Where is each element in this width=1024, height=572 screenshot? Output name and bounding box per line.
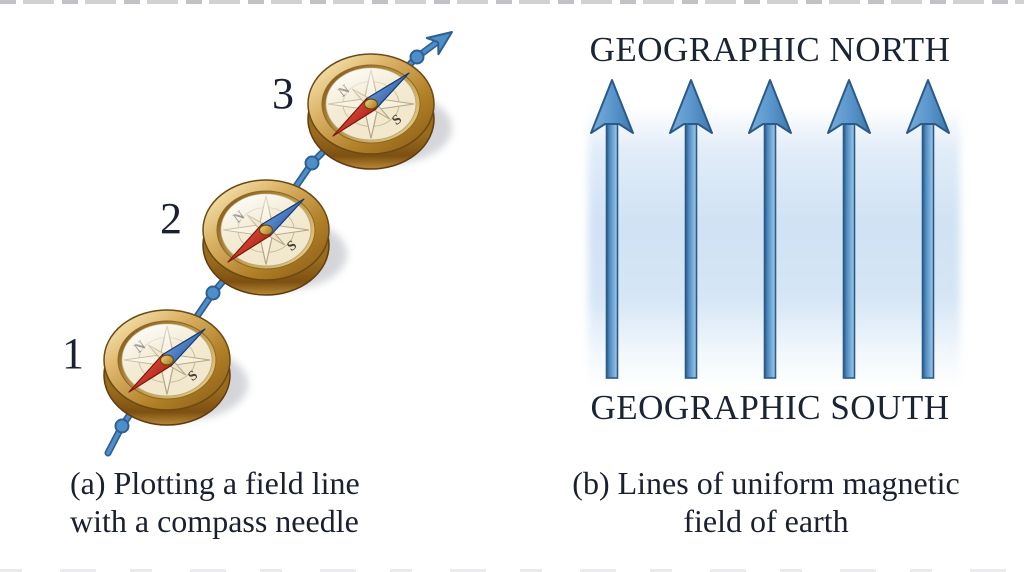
caption-b-line2: field of earth [683,503,849,539]
field-arrow-2 [669,79,713,379]
compass-1 [104,310,248,425]
compass-label-1: 1 [62,329,84,378]
field-line-arrowhead [425,31,453,56]
field-arrow-4 [827,79,871,379]
compass-2 [203,180,347,295]
caption-a-line2: with a compass needle [70,503,359,539]
field-line-dot [205,285,221,301]
caption-panel-a: (a) Plotting a field line with a compass… [70,464,450,540]
compass-label-2: 2 [160,194,182,243]
compass-label-3: 3 [272,69,294,118]
geographic-north-label: GEOGRAPHIC NORTH [589,30,951,69]
field-line-dot [114,418,130,434]
panel-a-diagram: N S 1 2 3 [62,31,453,457]
caption-panel-b: (b) Lines of uniform magnetic field of e… [534,464,998,540]
field-arrow-1 [590,79,634,379]
geographic-south-label: GEOGRAPHIC SOUTH [590,388,950,427]
field-line-dot [409,49,425,65]
field-line-dots [114,49,425,434]
compass-3 [308,54,452,169]
field-line-dot [304,155,320,171]
caption-a-line1: (a) Plotting a field line [70,465,360,501]
field-arrow-5 [906,79,950,379]
field-arrow-3 [748,79,792,379]
caption-b-line1: (b) Lines of uniform magnetic [572,465,960,501]
